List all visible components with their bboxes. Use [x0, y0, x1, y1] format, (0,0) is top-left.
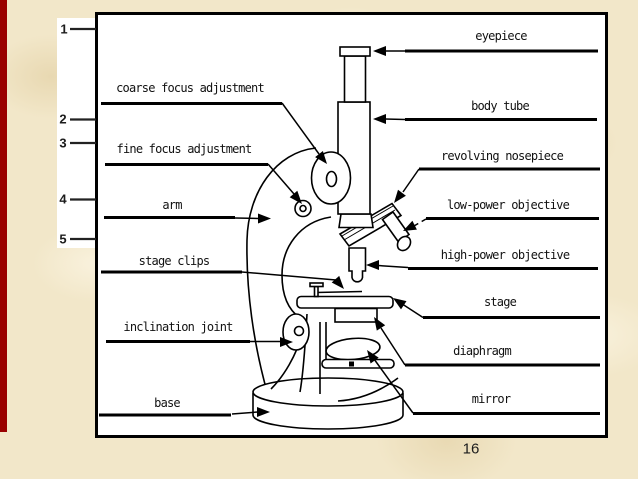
page-number: 16 [462, 440, 480, 458]
label-revolving-nosepiece: revolving nosepiece [440, 149, 564, 163]
label-coarse-focus-adjustment: coarse focus adjustment [116, 81, 265, 95]
label-inclination-joint: inclination joint [123, 320, 233, 334]
question-number-5: 5 [59, 231, 67, 247]
diagram-frame [95, 12, 608, 438]
label-low-power-objective: low-power objective [446, 198, 570, 212]
label-mirror: mirror [471, 392, 511, 406]
question-numbers-panel [57, 18, 95, 248]
question-number-2: 2 [59, 111, 67, 127]
question-number-3: 3 [59, 135, 67, 151]
question-number-1: 1 [60, 21, 68, 37]
left-accent-stripe [0, 0, 7, 432]
label-arm: arm [162, 198, 182, 212]
question-number-4: 4 [59, 191, 67, 207]
label-eyepiece: eyepiece [475, 29, 527, 43]
label-fine-focus-adjustment: fine focus adjustment [116, 142, 253, 156]
label-body-tube: body tube [471, 99, 530, 113]
label-stage-clips: stage clips [138, 254, 210, 268]
label-high-power-objective: high-power objective [440, 248, 570, 262]
label-stage: stage [483, 295, 517, 309]
label-diaphragm: diaphragm [453, 344, 512, 358]
label-base: base [154, 396, 180, 410]
